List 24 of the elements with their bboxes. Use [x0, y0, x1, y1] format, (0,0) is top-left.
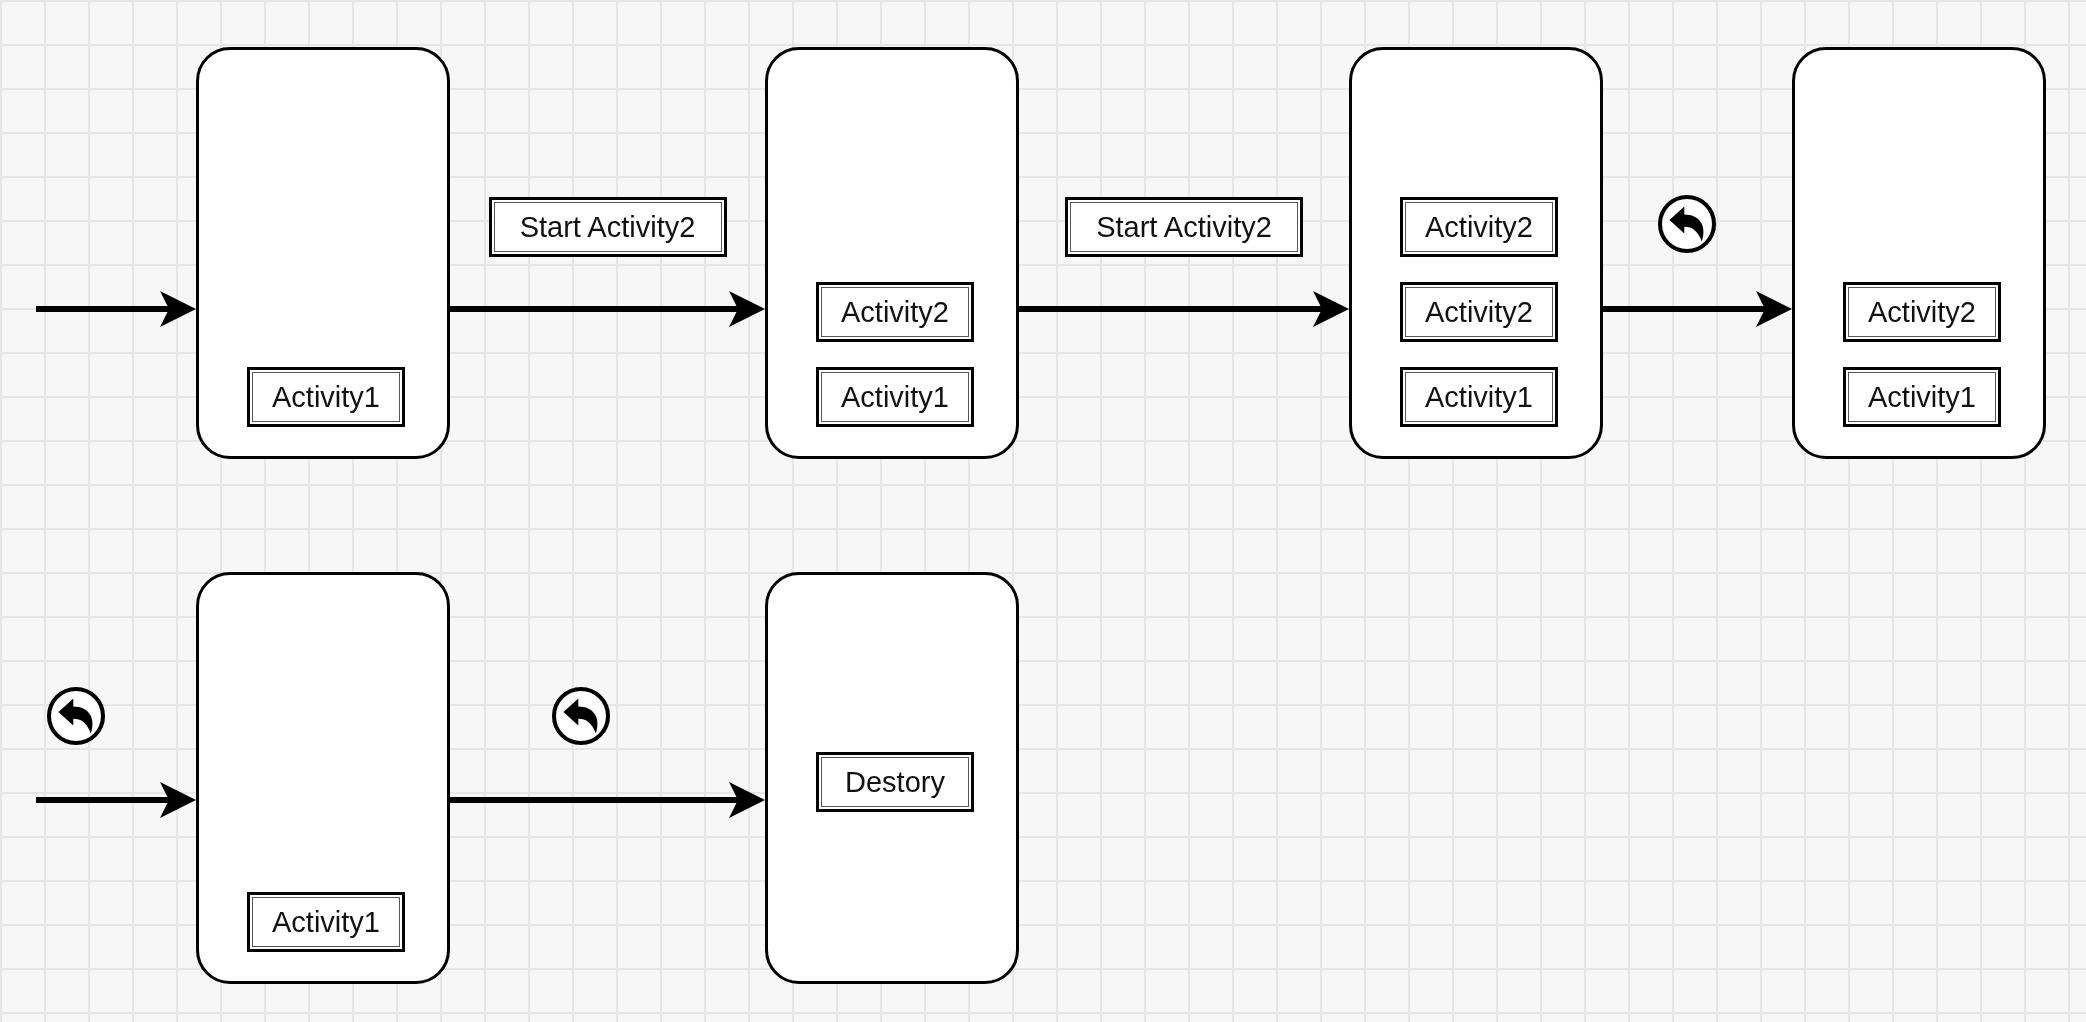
- phone-screen: [196, 572, 450, 984]
- phone-screen: [765, 572, 1019, 984]
- arrow: [36, 291, 196, 327]
- activity-label: Activity2: [816, 282, 974, 342]
- activity-label: Activity2: [1400, 197, 1558, 257]
- arrow: [450, 291, 765, 327]
- activity-label: Activity1: [247, 367, 405, 427]
- activity-label: Destory: [816, 752, 974, 812]
- phone-screen: [1792, 47, 2046, 459]
- activity-label: Activity1: [247, 892, 405, 952]
- arrow: [36, 782, 196, 818]
- arrow: [1603, 291, 1792, 327]
- arrow: [1019, 291, 1349, 327]
- phone-screen: [1349, 47, 1603, 459]
- activity-label: Activity2: [1400, 282, 1558, 342]
- arrow: [450, 782, 765, 818]
- edge-label: Start Activity2: [1065, 197, 1303, 257]
- activity-label: Activity1: [1843, 367, 2001, 427]
- phone-screen: [765, 47, 1019, 459]
- phone-screen: [196, 47, 450, 459]
- activity-label: Activity2: [1843, 282, 2001, 342]
- activity-label: Activity1: [816, 367, 974, 427]
- activity-label: Activity1: [1400, 367, 1558, 427]
- edge-label: Start Activity2: [488, 197, 727, 257]
